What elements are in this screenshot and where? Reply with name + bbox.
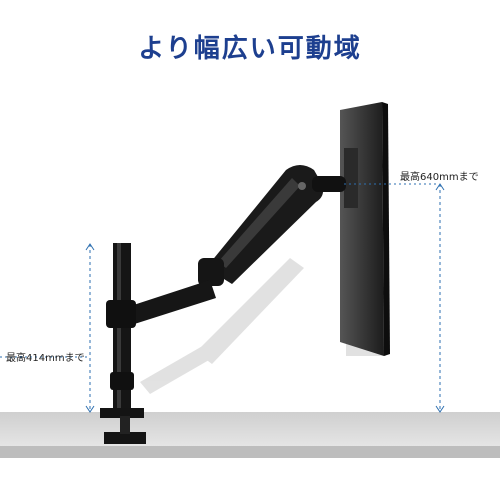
lower-arm [112, 280, 216, 328]
dimension-line-monitor [344, 183, 445, 413]
desk-clamp [100, 408, 146, 444]
elbow-joint [198, 258, 224, 286]
dimension-line-pole [0, 243, 95, 413]
pole [106, 243, 136, 415]
monitor-height-label: 最高640mmまで [400, 172, 479, 183]
upper-arm [206, 165, 346, 284]
monitor [340, 102, 390, 356]
heading: より幅広い可動域 [138, 34, 362, 64]
pole-height-label: 最高414mmまで [6, 353, 85, 364]
desk-edge [0, 446, 500, 458]
desk-surface [0, 412, 500, 448]
